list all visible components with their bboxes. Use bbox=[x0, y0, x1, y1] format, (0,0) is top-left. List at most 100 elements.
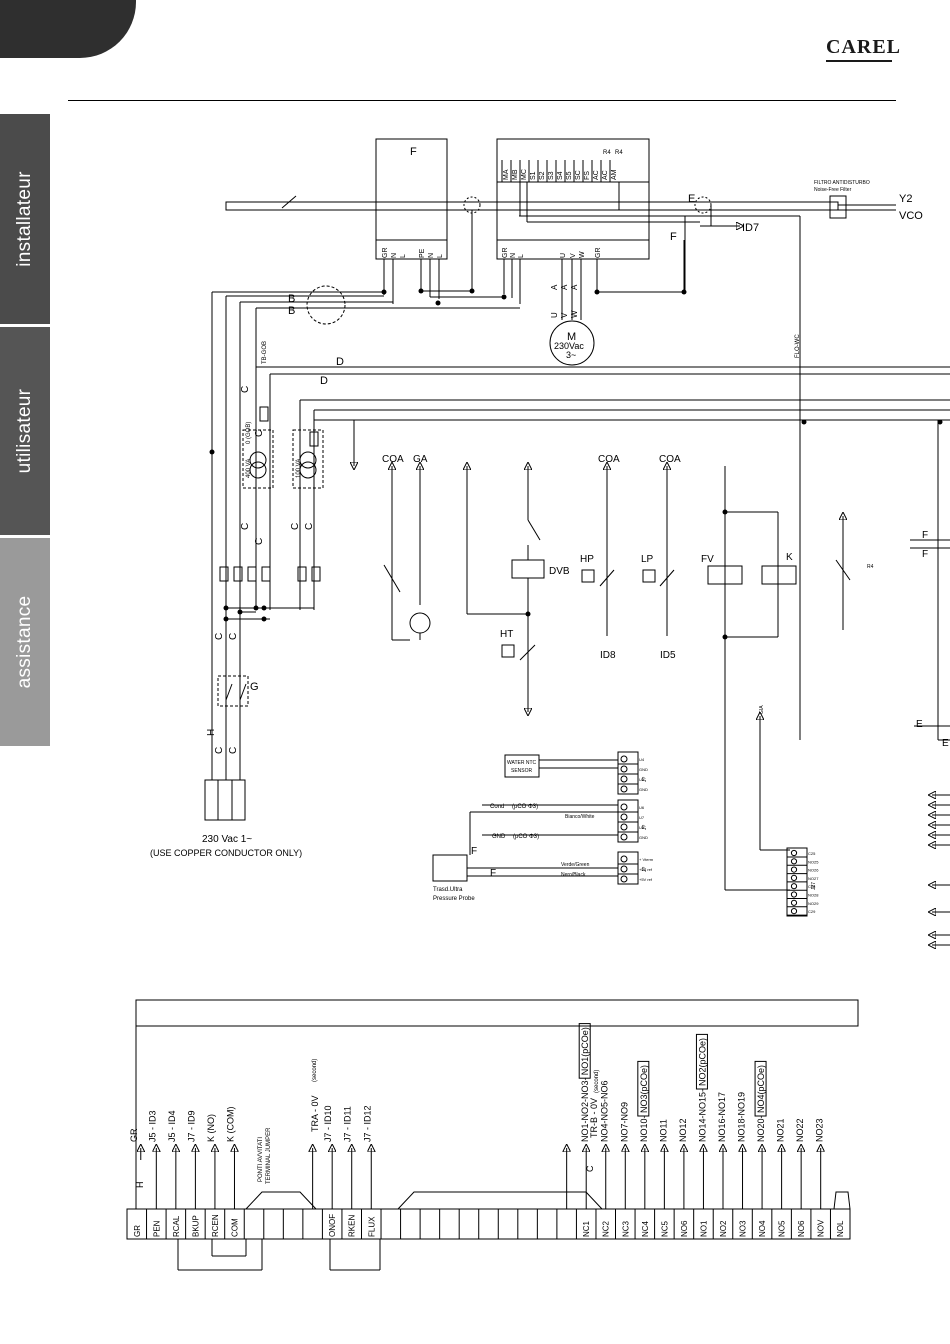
terminal-label: NO28 bbox=[808, 893, 819, 898]
input-label: K (COM) bbox=[225, 1107, 235, 1143]
input-label: J5 - ID4 bbox=[167, 1110, 177, 1142]
strip-terminal: NC1 bbox=[582, 1220, 591, 1237]
c-label: C bbox=[254, 430, 265, 437]
c-label: C bbox=[290, 523, 301, 530]
strip-terminal: NOL bbox=[836, 1220, 845, 1237]
header-rule bbox=[68, 100, 896, 101]
output-label: NO7-NO9 bbox=[619, 1102, 629, 1142]
ctrl-top-label: R4 bbox=[603, 150, 611, 156]
strip-terminal: ONOF bbox=[328, 1214, 337, 1237]
label-b: B bbox=[288, 305, 295, 317]
motor-terminal: V bbox=[560, 312, 569, 318]
connector-label: J? bbox=[642, 867, 648, 873]
probe-gnd-ctrl: (pCO Φ3) bbox=[513, 834, 539, 840]
supply-label: 230 Vac 1~ bbox=[202, 834, 252, 845]
probe-gnd: GND bbox=[492, 834, 506, 840]
strip-terminal: NO2 bbox=[719, 1220, 728, 1237]
terminal-label: W bbox=[579, 251, 586, 258]
screw-terminal bbox=[790, 899, 798, 906]
terminal-label: S2 bbox=[539, 171, 546, 180]
e-right: E bbox=[942, 738, 949, 749]
connector-label: J? bbox=[642, 777, 648, 783]
brand-logo: CAREL bbox=[826, 36, 902, 58]
input-label: J7 - ID10 bbox=[323, 1105, 333, 1142]
gr-label: GR bbox=[129, 1128, 139, 1142]
jumper-note: PONTI AVVITATI bbox=[258, 1137, 264, 1182]
strip-terminal: NO4 bbox=[758, 1220, 767, 1237]
output-label: NO23 bbox=[815, 1118, 825, 1142]
terminal-label: GR bbox=[382, 248, 389, 259]
ht-label: HT bbox=[500, 629, 513, 640]
transformer-label: 100 VA bbox=[296, 459, 302, 478]
coa-label: COA bbox=[598, 454, 620, 465]
terminal-label: C26 bbox=[808, 884, 816, 889]
strip-terminal: NO3 bbox=[739, 1220, 748, 1237]
label-box bbox=[754, 1060, 767, 1117]
screw-terminal bbox=[790, 874, 798, 882]
probe-wire: Bianco/White bbox=[565, 814, 595, 820]
terminal-label: NO27 bbox=[808, 876, 819, 881]
c-label: C bbox=[304, 523, 315, 530]
brand-underline bbox=[826, 60, 892, 62]
output-label: NO22 bbox=[795, 1118, 805, 1142]
coa-label: COA bbox=[659, 454, 681, 465]
tra-label: TRA - 0V bbox=[310, 1095, 320, 1132]
screw-terminal bbox=[620, 785, 628, 793]
terminal-label: U7 bbox=[639, 815, 645, 820]
terminal-label: FS bbox=[584, 171, 591, 180]
strip-terminal: NC5 bbox=[660, 1220, 669, 1237]
strip-terminal: NO1 bbox=[699, 1220, 708, 1237]
bottom-arrows bbox=[141, 1148, 821, 1209]
strip-terminal: GR bbox=[133, 1225, 142, 1237]
probe-wire: Verde/Green bbox=[561, 862, 590, 868]
id7-label: ID7 bbox=[742, 222, 759, 234]
filter-box-f bbox=[375, 138, 448, 260]
right-arrows bbox=[932, 795, 950, 945]
screw-terminal bbox=[620, 755, 628, 763]
strip-terminal: NO6 bbox=[680, 1220, 689, 1237]
c-label: C bbox=[214, 747, 225, 754]
label-box bbox=[695, 1033, 708, 1090]
screw-terminal bbox=[790, 849, 798, 857]
e-right: E bbox=[916, 719, 923, 730]
controller-box bbox=[496, 138, 650, 260]
probe-title: Pressure Probe bbox=[433, 896, 475, 902]
label-b: B bbox=[288, 293, 295, 305]
terminal-label: AC bbox=[602, 170, 609, 180]
label-box bbox=[578, 1023, 591, 1079]
strip-frame bbox=[126, 1208, 851, 1240]
screw-terminal bbox=[790, 891, 798, 898]
strip-terminal: NO6 bbox=[797, 1220, 806, 1237]
screw-terminal bbox=[620, 823, 628, 831]
terminal-label: AC bbox=[593, 170, 600, 180]
probe-title: WATER NTC bbox=[507, 760, 537, 766]
coa-label: COA bbox=[382, 454, 404, 465]
terminal-strip bbox=[126, 999, 859, 1271]
probe-cond-ctrl: (pCO Φ3) bbox=[512, 804, 538, 810]
filter-label: Noise-Free Filter bbox=[814, 187, 852, 193]
trb-label: TR-B - 0V bbox=[589, 1098, 599, 1138]
terminal-label: U6 bbox=[639, 805, 645, 810]
strip-terminal: FLUX bbox=[367, 1216, 376, 1237]
strip-terminal: NC3 bbox=[621, 1220, 630, 1237]
output-label: NO21 bbox=[776, 1118, 786, 1142]
output-label: NO12 bbox=[678, 1118, 688, 1142]
side-tab-utilisateur[interactable]: utilisateur bbox=[0, 327, 50, 535]
connector-label: J? bbox=[642, 825, 648, 831]
terminal-label: S1 bbox=[530, 171, 537, 180]
input-label: J7 - ID11 bbox=[343, 1106, 353, 1142]
output-label: NO20- bbox=[756, 1115, 766, 1142]
side-tab-installateur[interactable]: installateur bbox=[0, 114, 50, 324]
screw-terminal bbox=[620, 765, 628, 773]
terminal-label: V bbox=[570, 253, 577, 258]
terminal-label: NO29 bbox=[808, 901, 819, 906]
label-d: D bbox=[336, 356, 344, 368]
terminal-label: U8 bbox=[639, 825, 645, 830]
terminal-label: MC bbox=[521, 169, 528, 180]
terminal-label: L bbox=[400, 254, 407, 258]
c-label: C bbox=[585, 1165, 595, 1172]
gia-label: GIA bbox=[759, 705, 765, 714]
side-tab-assistance[interactable]: assistance bbox=[0, 538, 50, 746]
